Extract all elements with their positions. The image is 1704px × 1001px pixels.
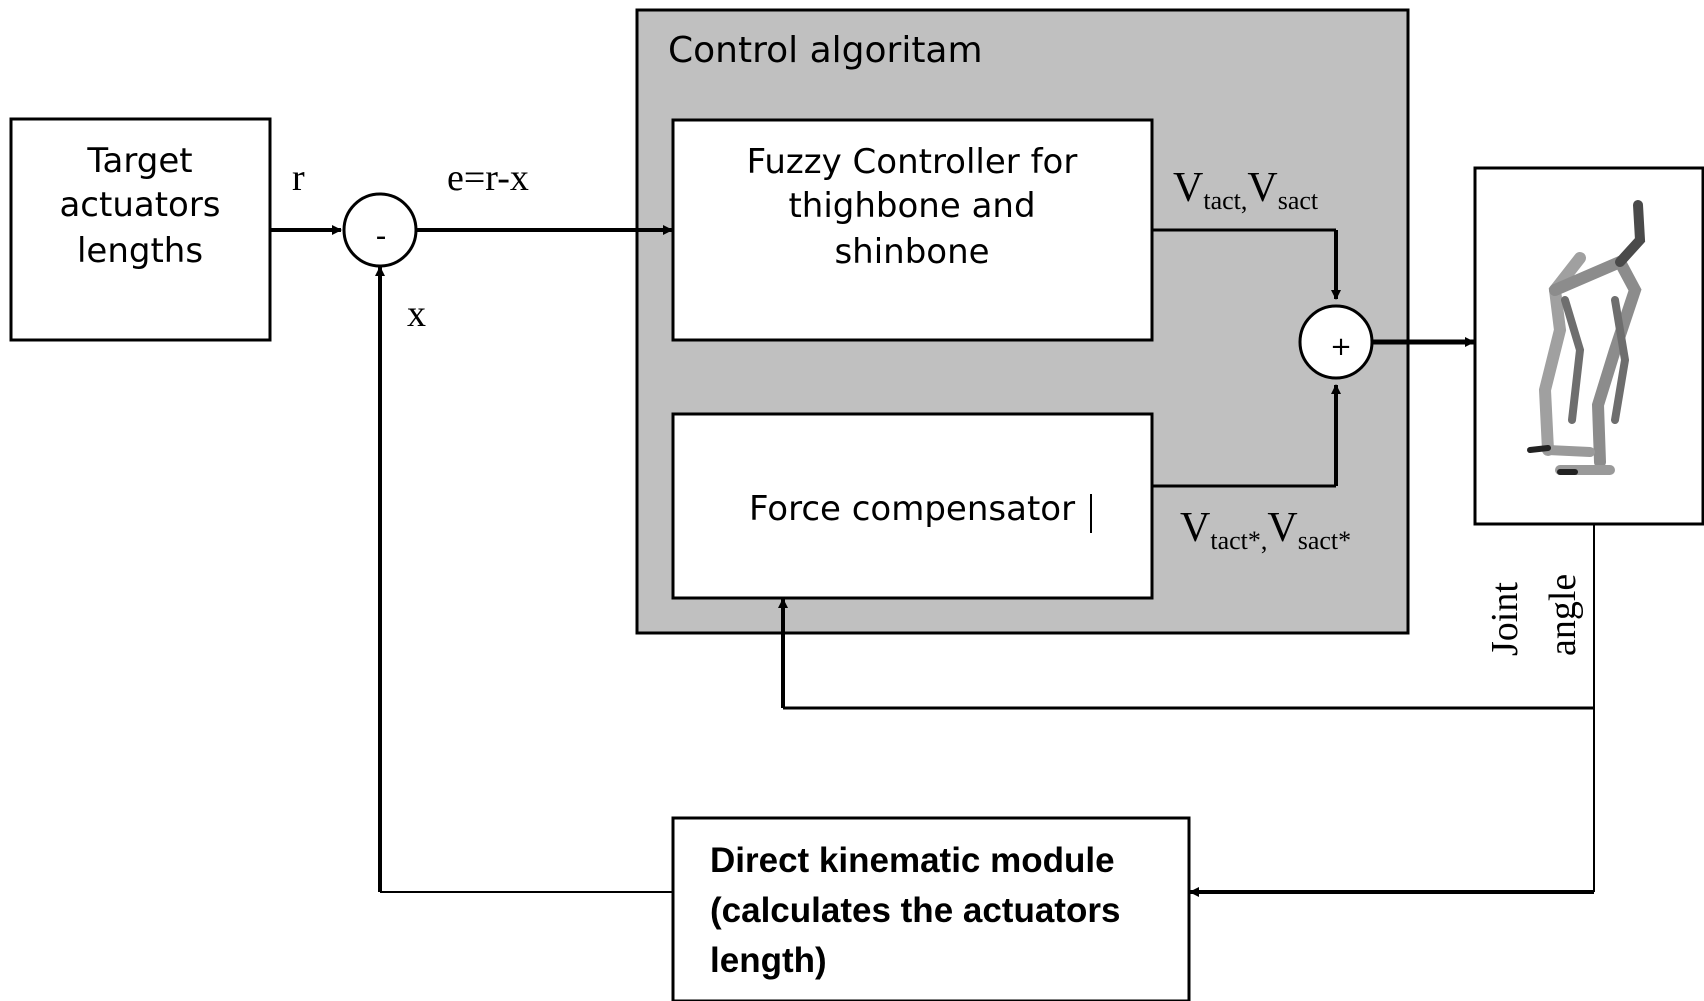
- subtract-sign: -: [376, 219, 387, 254]
- kinematic-line1: Direct kinematic module: [710, 841, 1115, 880]
- sum-sign: +: [1330, 332, 1352, 362]
- joint-angle-line2: angle: [1542, 574, 1584, 656]
- robot-leg-illustration: [1527, 200, 1646, 475]
- fuzzy-controller-block: [671, 118, 1154, 342]
- fuzzy-block-line1: Fuzzy Controller for: [747, 142, 1078, 182]
- v-bottom-v1: V: [1180, 505, 1210, 551]
- kinematic-line3: length): [710, 941, 827, 980]
- joint-angle-line1: Joint: [1484, 582, 1526, 656]
- target-block-line2: actuators: [59, 185, 220, 225]
- v-top-sub1: tact,: [1203, 186, 1247, 215]
- control-group-title: Control algoritam: [668, 30, 983, 71]
- v-bottom-sub2: sact*: [1298, 526, 1351, 555]
- v-bottom-sub1: tact*,: [1210, 526, 1267, 555]
- v-top-sub2: sact: [1278, 186, 1319, 215]
- robot-leg-block: [1473, 166, 1704, 526]
- signal-r-label: r: [292, 157, 305, 199]
- kinematic-module-block: [671, 816, 1191, 1001]
- signal-e-label: e=r-x: [447, 157, 529, 199]
- force-compensator-label: Force compensator: [749, 489, 1075, 529]
- force-compensator-block: [671, 412, 1154, 600]
- kinematic-line2: (calculates the actuators: [710, 891, 1120, 930]
- target-block-line1: Target: [86, 141, 192, 181]
- v-out-top-label: Vtact,Vsact: [1173, 165, 1319, 215]
- v-top-v1: V: [1173, 165, 1203, 211]
- target-actuators-block: [9, 117, 272, 342]
- v-bottom-v2: V: [1267, 505, 1297, 551]
- signal-x-label: x: [407, 293, 426, 335]
- fuzzy-block-line2: thighbone and: [788, 186, 1035, 226]
- v-out-bottom-label: Vtact*,Vsact*: [1180, 505, 1351, 555]
- fuzzy-block-line3: shinbone: [834, 232, 989, 272]
- target-block-line3: lengths: [77, 231, 203, 271]
- v-top-v2: V: [1247, 165, 1277, 211]
